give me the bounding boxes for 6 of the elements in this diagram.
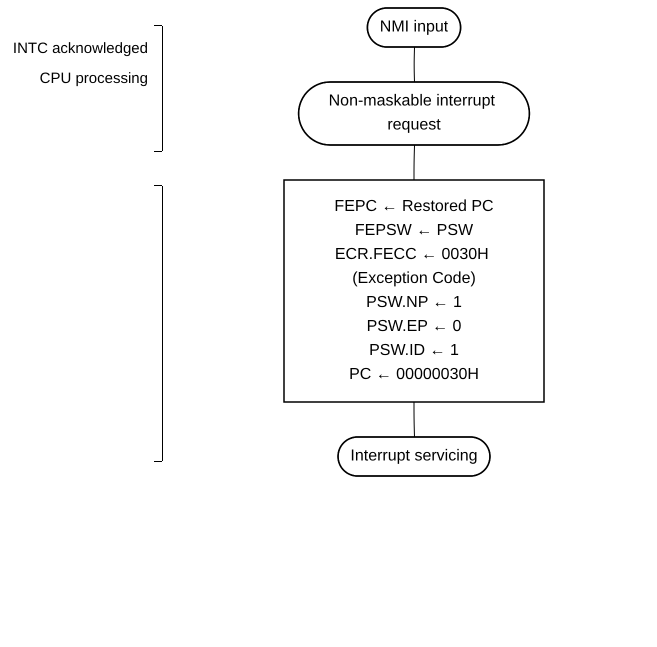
connector (413, 402, 414, 438)
connector (413, 145, 414, 180)
connector (413, 47, 414, 83)
phase-label: INTC acknowledged (12, 40, 148, 57)
node-box: FEPC ← Restored PC FEPSW ← PSW ECR.FECC ← 0030H (Exception Code) PSW.NP ← 1 PSW.EP ← 0 PSW.ID ← 1 PC ← 00000030H (282, 179, 544, 403)
phase-label: CPU processing (38, 70, 148, 87)
